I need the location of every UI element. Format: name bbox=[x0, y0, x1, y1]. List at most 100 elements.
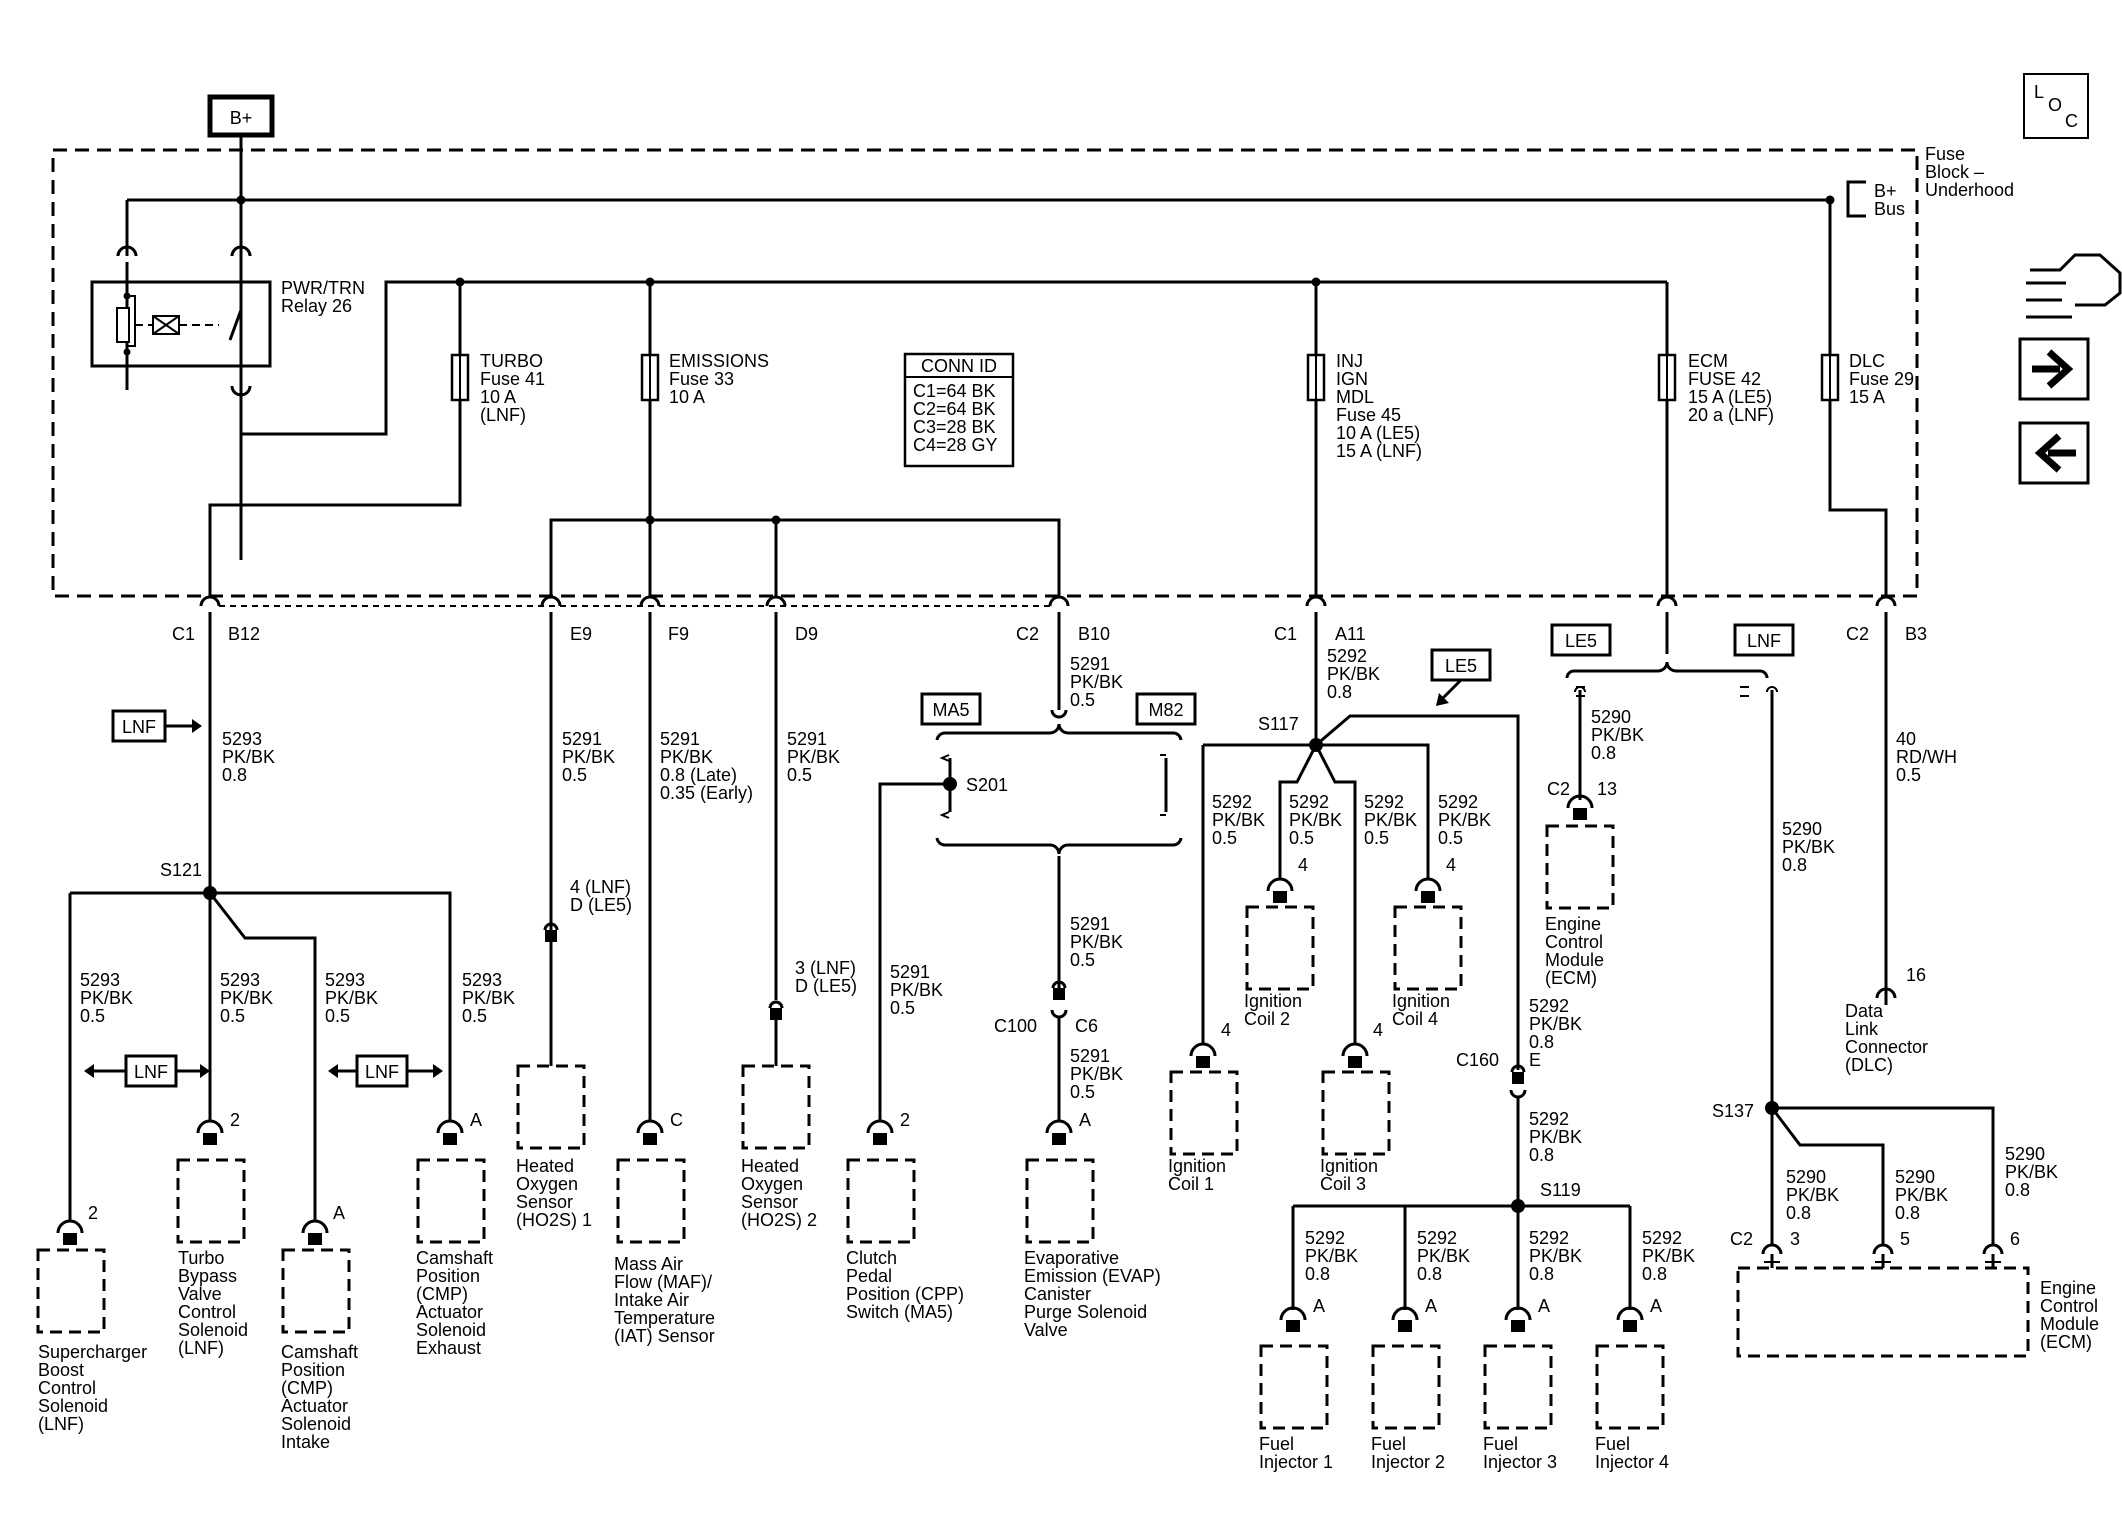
svg-text:LNF: LNF bbox=[1747, 631, 1781, 651]
svg-text:5293: 5293 bbox=[220, 970, 260, 990]
tag-m82: M82 bbox=[1135, 692, 1197, 726]
svg-text:PK/BK: PK/BK bbox=[1070, 1064, 1123, 1084]
svg-text:B3: B3 bbox=[1905, 624, 1927, 644]
svg-text:Bypass: Bypass bbox=[178, 1266, 237, 1286]
svg-text:5290: 5290 bbox=[1786, 1167, 1826, 1187]
svg-text:A: A bbox=[1079, 1110, 1091, 1130]
svg-text:(IAT) Sensor: (IAT) Sensor bbox=[614, 1326, 715, 1346]
svg-text:PK/BK: PK/BK bbox=[660, 747, 713, 767]
ignition-coil-2 bbox=[1245, 905, 1315, 991]
svg-text:(CMP): (CMP) bbox=[281, 1378, 333, 1398]
svg-text:Block –: Block – bbox=[1925, 162, 1984, 182]
svg-text:0.8: 0.8 bbox=[1529, 1145, 1554, 1165]
svg-text:Valve: Valve bbox=[178, 1284, 222, 1304]
svg-text:Underhood: Underhood bbox=[1925, 180, 2014, 200]
tag-le5: LE5 bbox=[1550, 623, 1612, 657]
svg-text:Switch (MA5): Switch (MA5) bbox=[846, 1302, 953, 1322]
svg-text:3 (LNF): 3 (LNF) bbox=[795, 958, 856, 978]
svg-text:(LNF): (LNF) bbox=[178, 1338, 224, 1358]
svg-text:Injector 3: Injector 3 bbox=[1483, 1452, 1557, 1472]
svg-text:MA5: MA5 bbox=[932, 700, 969, 720]
svg-text:Oxygen: Oxygen bbox=[741, 1174, 803, 1194]
svg-text:EMISSIONS: EMISSIONS bbox=[669, 351, 769, 371]
svg-text:PK/BK: PK/BK bbox=[325, 988, 378, 1008]
svg-text:PK/BK: PK/BK bbox=[220, 988, 273, 1008]
svg-text:5292: 5292 bbox=[1212, 792, 1252, 812]
svg-text:LE5: LE5 bbox=[1565, 631, 1597, 651]
svg-text:PK/BK: PK/BK bbox=[1642, 1246, 1695, 1266]
svg-text:2: 2 bbox=[230, 1110, 240, 1130]
svg-text:Solenoid: Solenoid bbox=[281, 1414, 351, 1434]
svg-text:5292: 5292 bbox=[1529, 1109, 1569, 1129]
svg-text:C6: C6 bbox=[1075, 1016, 1098, 1036]
loc-icon[interactable]: L O C bbox=[2023, 73, 2089, 139]
svg-text:Coil 1: Coil 1 bbox=[1168, 1174, 1214, 1194]
svg-text:Evaporative: Evaporative bbox=[1024, 1248, 1119, 1268]
svg-text:C3=28 BK: C3=28 BK bbox=[913, 417, 996, 437]
svg-text:PK/BK: PK/BK bbox=[1327, 664, 1380, 684]
heated-oxygen-sensor-1 bbox=[516, 1064, 586, 1150]
svg-text:A: A bbox=[1425, 1296, 1437, 1316]
svg-text:Module: Module bbox=[1545, 950, 1604, 970]
svg-text:A11: A11 bbox=[1335, 624, 1366, 644]
svg-text:M82: M82 bbox=[1148, 700, 1183, 720]
svg-text:L: L bbox=[2034, 82, 2044, 102]
svg-text:E: E bbox=[1529, 1050, 1541, 1070]
svg-text:15 A (LNF): 15 A (LNF) bbox=[1336, 441, 1422, 461]
svg-text:4: 4 bbox=[1221, 1020, 1231, 1040]
svg-text:Actuator: Actuator bbox=[416, 1302, 483, 1322]
svg-text:PK/BK: PK/BK bbox=[890, 980, 943, 1000]
svg-text:Solenoid: Solenoid bbox=[38, 1396, 108, 1416]
svg-text:Engine: Engine bbox=[2040, 1278, 2096, 1298]
svg-text:5292: 5292 bbox=[1529, 996, 1569, 1016]
svg-text:0.5: 0.5 bbox=[325, 1006, 350, 1026]
svg-text:A: A bbox=[470, 1110, 482, 1130]
svg-text:Fuse 29: Fuse 29 bbox=[1849, 369, 1914, 389]
svg-text:Heated: Heated bbox=[516, 1156, 574, 1176]
svg-text:5: 5 bbox=[1900, 1229, 1910, 1249]
svg-text:5290: 5290 bbox=[2005, 1144, 2045, 1164]
engine-icon[interactable] bbox=[2026, 253, 2122, 319]
svg-text:0.8: 0.8 bbox=[1305, 1264, 1330, 1284]
svg-text:C2: C2 bbox=[1846, 624, 1869, 644]
svg-text:PK/BK: PK/BK bbox=[1305, 1246, 1358, 1266]
svg-text:PK/BK: PK/BK bbox=[787, 747, 840, 767]
svg-text:Position: Position bbox=[416, 1266, 480, 1286]
fuel-injector-2 bbox=[1371, 1344, 1441, 1430]
svg-text:4: 4 bbox=[1446, 855, 1456, 875]
svg-text:6: 6 bbox=[2010, 1229, 2020, 1249]
svg-text:PK/BK: PK/BK bbox=[1529, 1246, 1582, 1266]
svg-text:0.5: 0.5 bbox=[220, 1006, 245, 1026]
evap-canister-purge-solenoid bbox=[1025, 1158, 1095, 1244]
svg-text:FUSE 42: FUSE 42 bbox=[1688, 369, 1761, 389]
svg-text:PK/BK: PK/BK bbox=[1212, 810, 1265, 830]
svg-text:A: A bbox=[1650, 1296, 1662, 1316]
svg-text:5292: 5292 bbox=[1305, 1228, 1345, 1248]
svg-text:Control: Control bbox=[178, 1302, 236, 1322]
lnf-tag: LNF bbox=[111, 709, 202, 743]
svg-text:PK/BK: PK/BK bbox=[1786, 1185, 1839, 1205]
svg-text:Fuel: Fuel bbox=[1595, 1434, 1630, 1454]
svg-text:Mass Air: Mass Air bbox=[614, 1254, 683, 1274]
svg-text:Position: Position bbox=[281, 1360, 345, 1380]
svg-text:Supercharger: Supercharger bbox=[38, 1342, 147, 1362]
svg-text:(ECM): (ECM) bbox=[1545, 968, 1597, 988]
svg-text:0.5: 0.5 bbox=[1070, 950, 1095, 970]
svg-text:2: 2 bbox=[900, 1110, 910, 1130]
svg-text:0.8: 0.8 bbox=[1642, 1264, 1667, 1284]
svg-text:Coil 2: Coil 2 bbox=[1244, 1009, 1290, 1029]
svg-text:5290: 5290 bbox=[1591, 707, 1631, 727]
svg-text:0.5: 0.5 bbox=[1438, 828, 1463, 848]
svg-text:LNF: LNF bbox=[134, 1062, 168, 1082]
b-plus-box: B+ bbox=[207, 94, 275, 138]
svg-text:0.8: 0.8 bbox=[2005, 1180, 2030, 1200]
svg-text:Turbo: Turbo bbox=[178, 1248, 224, 1268]
svg-text:0.8: 0.8 bbox=[222, 765, 247, 785]
svg-text:IGN: IGN bbox=[1336, 369, 1368, 389]
data-link-connector: Data bbox=[1845, 1001, 1884, 1021]
svg-text:0.8: 0.8 bbox=[1895, 1203, 1920, 1223]
svg-text:10 A (LE5): 10 A (LE5) bbox=[1336, 423, 1420, 443]
svg-text:PK/BK: PK/BK bbox=[1070, 672, 1123, 692]
prev-arrow-icon[interactable] bbox=[2018, 421, 2090, 485]
next-arrow-icon[interactable] bbox=[2018, 337, 2090, 401]
